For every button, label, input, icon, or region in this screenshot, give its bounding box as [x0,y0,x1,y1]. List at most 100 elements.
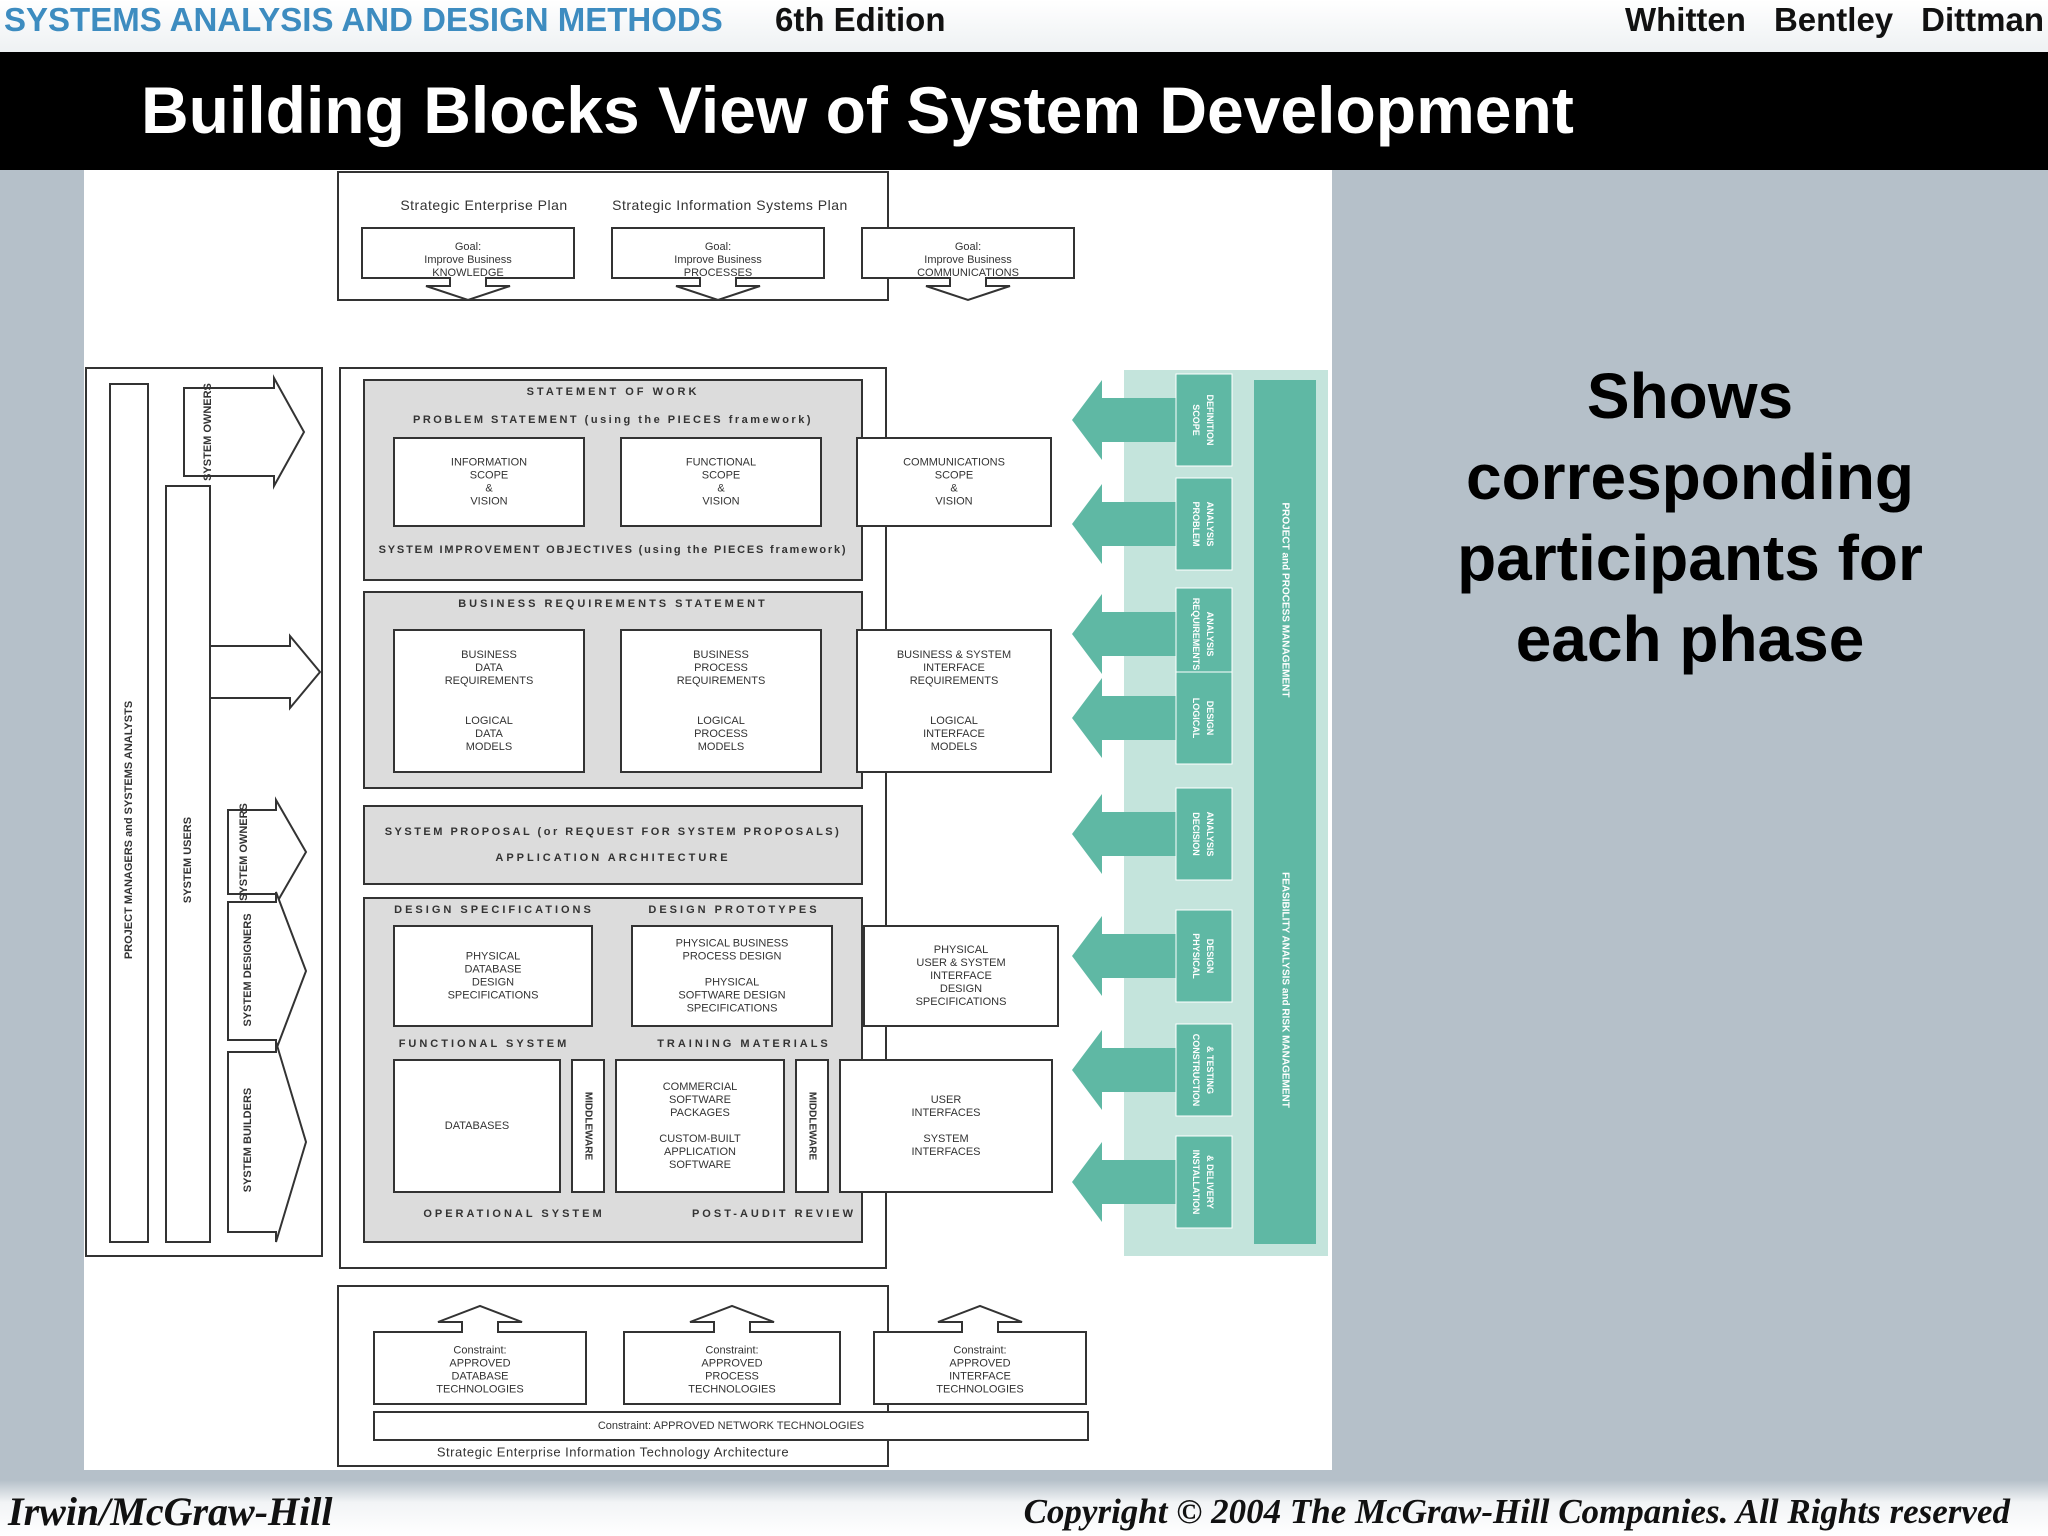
phase-label: PHYSICAL [1191,933,1201,979]
design-box-label: DESIGN [472,977,514,989]
constraint-label: DATABASE [451,1371,508,1383]
system-users-bar [165,485,211,1243]
phase-box [1175,787,1233,881]
middleware-label: MIDDLEWARE [807,1092,818,1161]
requirements-box [856,629,1052,773]
logical-model-label: LOGICAL [930,715,978,727]
author-name: Dittman [1921,1,2044,38]
goal-label: COMMUNICATIONS [917,267,1019,279]
post-audit-review-label: POST-AUDIT REVIEW [692,1208,856,1220]
logical-model-label: MODELS [698,741,744,753]
software-label: APPLICATION [664,1146,736,1158]
slide-title: Building Blocks View of System Developme… [141,73,1574,147]
interfaces-label: USER [931,1094,962,1106]
goal-box [861,227,1075,302]
logical-model-label: LOGICAL [465,715,513,727]
constraint-label: APPROVED [949,1358,1010,1370]
scope-box-label: & [717,483,725,495]
design-box [863,925,1059,1027]
phase-label: ANALYSIS [1205,812,1215,857]
interfaces-label: INTERFACES [911,1107,980,1119]
phase-box [1175,477,1233,571]
goal-label: Improve Business [424,254,512,266]
top-header-bar: SYSTEMS ANALYSIS AND DESIGN METHODS 6th … [0,0,2048,52]
logical-model-label: INTERFACE [923,728,985,740]
constraint-box [373,1304,587,1405]
copyright-notice: Copyright © 2004 The McGraw-Hill Compani… [1023,1492,2010,1531]
phase-arrow [1072,1030,1180,1110]
scope-box-label: COMMUNICATIONS [903,457,1005,469]
scope-box-label: & [485,483,493,495]
project-managers-bar [109,383,149,1243]
problem-statement-label: PROBLEM STATEMENT (using the PIECES fram… [413,414,813,426]
owners-arrow [183,374,306,490]
scope-box-label: SCOPE [470,470,509,482]
designers-arrow [227,891,308,1051]
project-management-label: PROJECT and PROCESS MANAGEMENT [1280,502,1291,697]
goal-label: Improve Business [924,254,1012,266]
logical-model-label: PROCESS [694,728,748,740]
design-box-label: SOFTWARE DESIGN [678,990,785,1002]
logical-model-label: LOGICAL [697,715,745,727]
phase-label: DESIGN [1205,701,1215,736]
constraint-box [623,1304,841,1405]
design-box-label: PHYSICAL [466,951,520,963]
edition-label: 6th Edition [775,1,946,38]
phase-label: REQUIREMENTS [1191,598,1201,671]
author-name: Bentley [1773,1,1894,38]
design-box-label: PHYSICAL BUSINESS [676,938,789,950]
requirements-box-label: BUSINESS [461,649,517,661]
network-constraint-box [373,1411,1089,1441]
footer-bar: Irwin/McGraw-Hill Copyright © 2004 The M… [0,1480,2048,1536]
statement-of-work-label: STATEMENT OF WORK [527,386,700,398]
system-proposal-label: SYSTEM PROPOSAL (or REQUEST FOR SYSTEM P… [385,826,842,838]
scope-box-label: & [950,483,958,495]
logical-model-label: MODELS [931,741,977,753]
goal-box [361,227,575,302]
book-title: SYSTEMS ANALYSIS AND DESIGN METHODS [4,1,723,38]
system-owners-label: SYSTEM OWNERS [202,383,214,481]
phase-box [1175,1135,1233,1229]
system-designers-label: SYSTEM DESIGNERS [242,913,254,1026]
phase-label: & TESTING [1205,1046,1215,1094]
requirements-box-label: INTERFACE [923,662,985,674]
software-label: COMMERCIAL [663,1081,738,1093]
phase-box [1175,373,1233,467]
system-builders-label: SYSTEM BUILDERS [242,1088,254,1193]
goal-label: PROCESSES [684,267,752,279]
design-box-label: PHYSICAL [705,977,759,989]
requirements-box [393,629,585,773]
project-managers-label: PROJECT MANAGERS and SYSTEMS ANALYSTS [123,701,135,959]
system-users-label: SYSTEM USERS [182,817,194,903]
databases-box [393,1059,561,1193]
constraint-label: Constraint: [953,1345,1006,1357]
design-prototypes-label: DESIGN PROTOTYPES [648,904,819,916]
scope-box [393,437,585,527]
interfaces-box [839,1059,1053,1193]
constraint-label: APPROVED [701,1358,762,1370]
middleware-box [571,1059,605,1193]
software-label: SOFTWARE [669,1094,731,1106]
requirements-box-label: DATA [475,662,503,674]
phase-arrow [1072,594,1180,674]
scope-box [856,437,1052,527]
scope-box [620,437,822,527]
goal-box [611,227,825,302]
phase-label: PROBLEM [1191,502,1201,547]
improvement-objectives-label: SYSTEM IMPROVEMENT OBJECTIVES (using the… [379,544,848,556]
scope-box-label: FUNCTIONAL [686,457,756,469]
phase-arrow [1072,484,1180,564]
users-arrow [209,633,322,711]
feasibility-risk-label: FEASIBILITY ANALYSIS and RISK MANAGEMENT [1280,872,1291,1108]
software-label: PACKAGES [670,1107,730,1119]
callout-text: Shows corresponding participants for eac… [1457,360,1923,675]
design-box-label: INTERFACE [930,970,992,982]
scope-box-label: VISION [702,496,739,508]
design-box-label: SPECIFICATIONS [448,990,539,1002]
design-box-label: SPECIFICATIONS [916,996,1007,1008]
owners-arrow-2 [227,796,308,908]
design-box-label: DATABASE [464,964,521,976]
logical-model-label: DATA [475,728,503,740]
requirements-box-label: BUSINESS & SYSTEM [897,649,1011,661]
